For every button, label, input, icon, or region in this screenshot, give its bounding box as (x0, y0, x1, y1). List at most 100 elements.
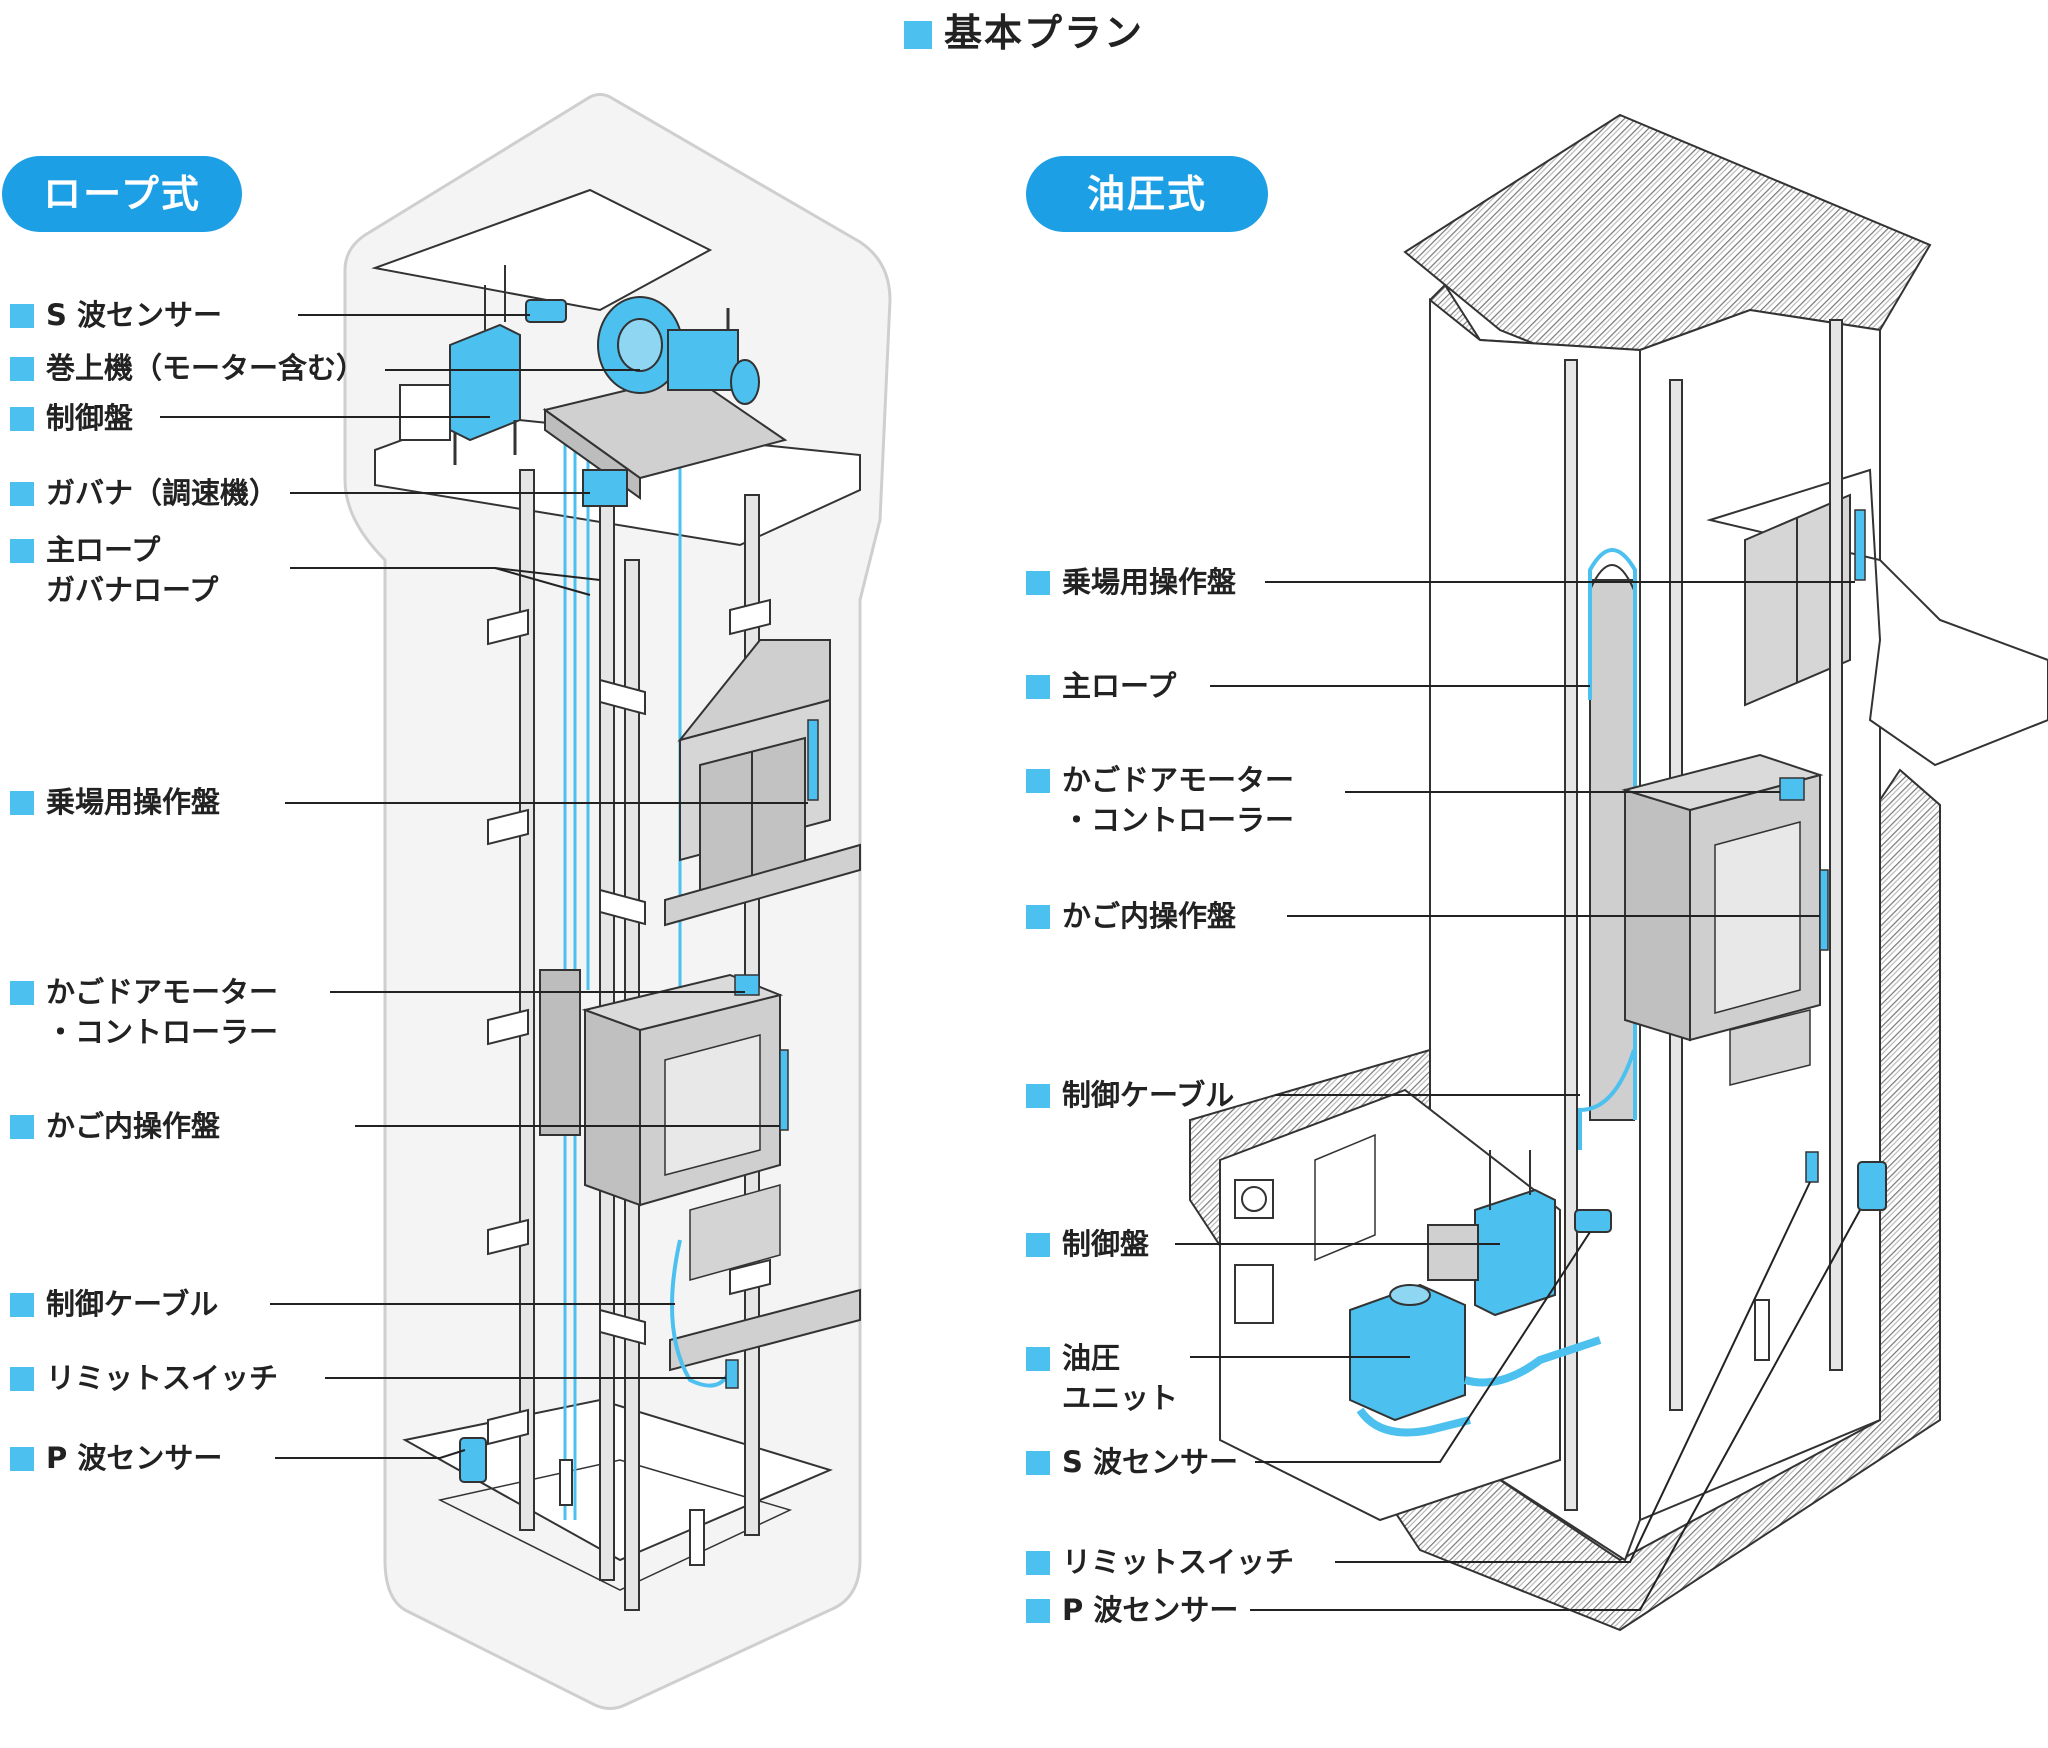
label-text: P 波センサー (46, 1441, 223, 1475)
car-rope (581, 973, 789, 1281)
label-text: 巻上機（モーター含む） (46, 351, 366, 385)
bullet-square-icon (10, 1447, 34, 1471)
s-wave-sensor-hydraulic (1574, 1209, 1612, 1233)
control-cable-hydraulic (1578, 1049, 1636, 1150)
car-panel-hydraulic (1819, 869, 1829, 951)
door-motor-hydraulic (1779, 777, 1805, 801)
door-motor-rope (734, 974, 760, 996)
label-text: 乗場用操作盤 (46, 785, 221, 819)
label-text: 制御盤 (46, 401, 134, 435)
label-car-panel-rope: かご内操作盤 (10, 1106, 220, 1146)
label-car-panel-hydraulic: かご内操作盤 (1026, 896, 1236, 936)
bullet-square-icon (10, 407, 34, 431)
label-door-motor-hydraulic: かごドアモーター・コントローラー (1026, 760, 1294, 840)
label-text-line2: ・コントローラー (46, 1015, 279, 1049)
bullet-square-icon (1026, 1599, 1050, 1623)
limit-switch-rope (725, 1359, 739, 1389)
label-text-line2: ・コントローラー (1062, 803, 1295, 837)
rope-elevator-illustration (343, 93, 892, 1710)
label-control-cable-rope: 制御ケーブル (10, 1284, 218, 1324)
bullet-square-icon (10, 1115, 34, 1139)
label-text: リミットスイッチ (1062, 1545, 1295, 1579)
label-p-wave-sensor-rope: P 波センサー (10, 1438, 222, 1478)
label-s-wave-sensor-rope: S 波センサー (10, 295, 222, 335)
limit-switch-hydraulic (1805, 1151, 1819, 1183)
hydraulic-elevator-illustration (1189, 113, 2048, 1632)
bullet-square-icon (10, 1367, 34, 1391)
main-rope-hydraulic (1588, 548, 1637, 1120)
counterweight (539, 969, 581, 1136)
label-hydraulic-unit: 油圧ユニット (1026, 1338, 1178, 1418)
landing-door-rope (664, 639, 861, 927)
bullet-square-icon (10, 981, 34, 1005)
hoist-machine (597, 296, 760, 405)
label-text: 制御盤 (1062, 1227, 1150, 1261)
label-text: 主ロープ (46, 533, 161, 567)
bullet-square-icon (1026, 1347, 1050, 1371)
hall-panel-hydraulic (1854, 509, 1866, 581)
label-text: 制御ケーブル (46, 1287, 219, 1321)
label-main-rope-hydraulic: 主ロープ (1026, 666, 1176, 706)
bullet-square-icon (1026, 1551, 1050, 1575)
bullet-square-icon (10, 357, 34, 381)
label-limit-switch-rope: リミットスイッチ (10, 1358, 278, 1398)
title-text: 基本プラン (943, 11, 1144, 55)
p-wave-sensor-hydraulic (1857, 1161, 1887, 1211)
leader-lines (160, 314, 1861, 1611)
bullet-square-icon (10, 304, 34, 328)
label-governor: ガバナ（調速機） (10, 473, 278, 513)
label-limit-switch-hydraulic: リミットスイッチ (1026, 1542, 1294, 1582)
label-text: P 波センサー (1062, 1593, 1239, 1627)
car-panel-rope (779, 1049, 789, 1131)
bullet-square-icon (1026, 571, 1050, 595)
label-text: S 波センサー (1062, 1445, 1238, 1479)
label-control-panel-hydraulic: 制御盤 (1026, 1224, 1149, 1264)
bullet-square-icon (1026, 769, 1050, 793)
label-text: かご内操作盤 (1062, 899, 1237, 933)
bullet-square-icon (1026, 1233, 1050, 1257)
label-hall-panel-rope: 乗場用操作盤 (10, 782, 220, 822)
label-text: 乗場用操作盤 (1062, 565, 1237, 599)
control-panel-hydraulic (1427, 1150, 1556, 1317)
label-text: 制御ケーブル (1062, 1078, 1235, 1112)
label-text: リミットスイッチ (46, 1361, 279, 1395)
label-text: かごドアモーター (46, 975, 279, 1009)
label-text-line2: ガバナロープ (46, 573, 219, 607)
machine-room-slab (371, 188, 713, 312)
p-wave-sensor-rope (459, 1437, 487, 1483)
bullet-square-icon (10, 539, 34, 563)
governor (582, 469, 628, 507)
bullet-square-icon (1026, 1451, 1050, 1475)
bullet-square-icon (10, 791, 34, 815)
control-cable-rope (670, 1239, 732, 1388)
bullet-square-icon (10, 1293, 34, 1317)
control-panel-rope (399, 265, 521, 465)
label-control-panel-rope: 制御盤 (10, 398, 133, 438)
label-text: 主ロープ (1062, 669, 1177, 703)
label-p-wave-sensor-hydraulic: P 波センサー (1026, 1590, 1238, 1630)
label-ropes: 主ロープガバナロープ (10, 530, 218, 610)
bullet-square-icon (1026, 1084, 1050, 1108)
label-text-line2: ユニット (1062, 1381, 1179, 1415)
label-door-motor-rope: かごドアモーター・コントローラー (10, 972, 278, 1052)
label-text: 油圧 (1062, 1341, 1121, 1375)
label-hall-panel-hydraulic: 乗場用操作盤 (1026, 562, 1236, 602)
hall-panel-rope (807, 719, 819, 801)
bullet-square-icon (1026, 905, 1050, 929)
label-text: かご内操作盤 (46, 1109, 221, 1143)
title-square-icon (903, 21, 932, 49)
label-text: S 波センサー (46, 298, 222, 332)
label-s-wave-sensor-hydraulic: S 波センサー (1026, 1442, 1238, 1482)
s-wave-sensor-rope (525, 299, 567, 323)
hydraulic-type-heading: 油圧式 (1026, 156, 1268, 232)
bullet-square-icon (1026, 675, 1050, 699)
label-control-cable-hydraulic: 制御ケーブル (1026, 1075, 1234, 1115)
page-title: 基本プラン (0, 2, 2048, 57)
label-text: かごドアモーター (1062, 763, 1295, 797)
rope-type-heading: ロープ式 (2, 156, 242, 232)
bullet-square-icon (10, 482, 34, 506)
label-text: ガバナ（調速機） (46, 476, 279, 510)
label-hoist-rope: 巻上機（モーター含む） (10, 348, 365, 388)
hydraulic-unit (1349, 1283, 1602, 1437)
